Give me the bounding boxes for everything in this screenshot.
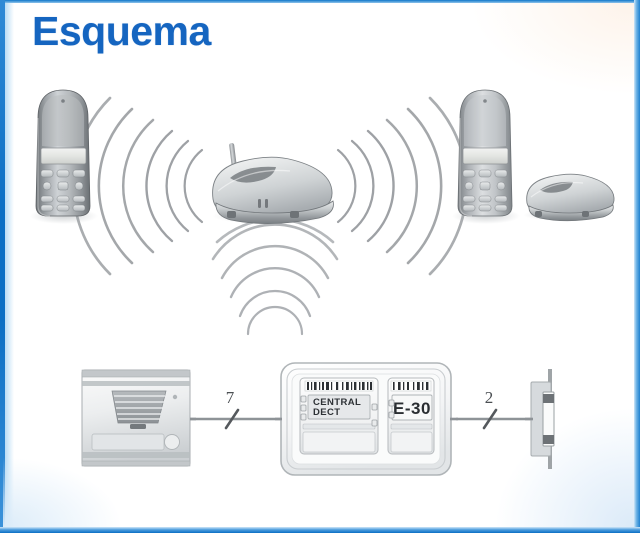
card-central-dect-label-line2: DECT (313, 407, 340, 418)
cable-pairs-label-2: 2 (485, 388, 494, 407)
radio-waves-right (336, 96, 468, 276)
cable-equipment-to-central (186, 408, 286, 430)
cordless-handset-left (30, 89, 98, 224)
cordless-handset-right (452, 89, 520, 224)
card-central-dect-label-line1: CENTRAL (313, 397, 361, 408)
card-e30-label: E-30 (393, 399, 431, 418)
card-e30: E-30 (387, 377, 435, 455)
central-dect-panel: CENTRAL DECT (275, 362, 458, 476)
line-equipment-unit (81, 369, 196, 467)
frame-border-right (634, 0, 640, 533)
dect-base-station (212, 143, 334, 224)
dect-charger-base (523, 173, 615, 222)
frame-border-bottom (0, 527, 640, 533)
barcode-stripes-e30 (393, 382, 429, 390)
cable-pairs-label-7: 7 (226, 388, 235, 407)
page-title: Esquema (32, 8, 211, 54)
frame-border-top (0, 0, 640, 3)
cable-central-to-walljack (456, 408, 532, 430)
radio-waves-down (211, 218, 339, 336)
card-central-dect: CENTRAL DECT (299, 377, 379, 455)
barcode-stripes-central (307, 382, 372, 390)
radio-waves-left (72, 96, 204, 276)
frame-border-left (0, 0, 5, 533)
wall-socket (525, 369, 555, 469)
